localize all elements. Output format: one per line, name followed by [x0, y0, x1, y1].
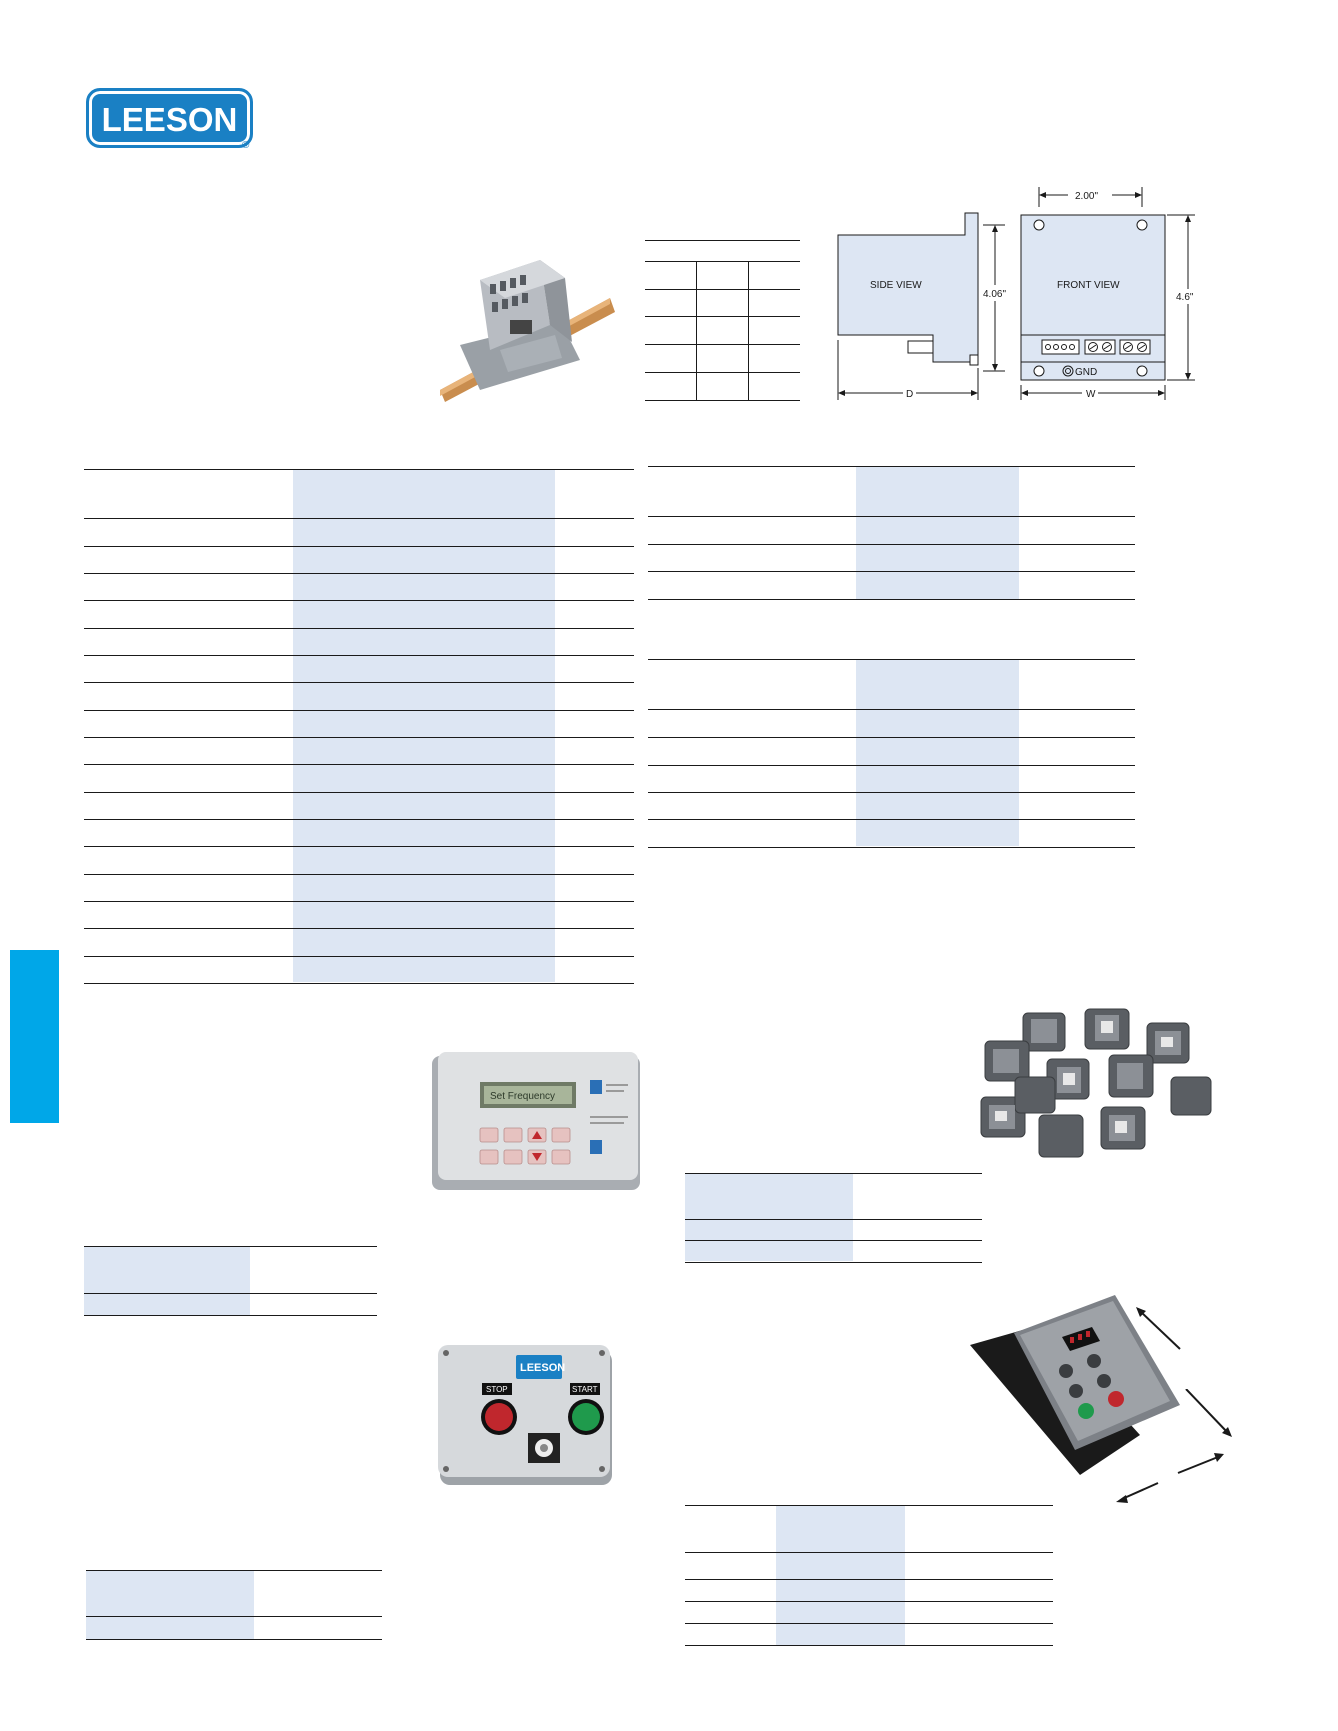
- lcd-table-shaded-column: [84, 1247, 250, 1315]
- led-table-rule: [685, 1601, 1053, 1602]
- led-table-rule: [685, 1623, 1053, 1624]
- small-table-rule: [645, 261, 800, 262]
- dimension-drawing: SIDE VIEW FRONT VIEW GND 2.00" 4.06" 4.6…: [837, 187, 1195, 400]
- dim-width-label: W: [1086, 389, 1096, 400]
- dim-height-inner-label: 4.06": [983, 289, 1006, 300]
- front-view-label: FRONT VIEW: [1057, 280, 1120, 291]
- led-table-bottom-rule: [685, 1645, 1053, 1646]
- right-table-b-top-rule: [648, 659, 1135, 660]
- big-table-rule: [84, 710, 634, 711]
- right-table-b-bottom-rule: [648, 847, 1135, 848]
- plug-table-rule: [685, 1219, 982, 1220]
- right-table-a-top-rule: [648, 466, 1135, 467]
- small-table-top-rule: [645, 240, 800, 241]
- big-table-rule: [84, 573, 634, 574]
- plug-table-rule: [685, 1240, 982, 1241]
- big-table-bottom-rule: [84, 983, 634, 984]
- lcd-table-top-rule: [84, 1246, 377, 1247]
- right-table-b-rule: [648, 737, 1135, 738]
- right-table-a-bottom-rule: [648, 599, 1135, 600]
- start-stop-station-photo: LEESON STOP START: [438, 1345, 612, 1485]
- big-table-rule: [84, 682, 634, 683]
- right-table-a-shaded-column: [856, 467, 1019, 599]
- dim-top-label: 2.00": [1075, 191, 1098, 202]
- station-table-rule: [86, 1616, 382, 1617]
- lcd-display-text: Set Frequency: [490, 1091, 555, 1102]
- small-table-rule: [645, 289, 800, 290]
- station-logo-text: LEESON: [520, 1362, 565, 1374]
- lcd-table-rule: [84, 1293, 377, 1294]
- small-table-rule: [645, 316, 800, 317]
- right-table-a-rule: [648, 544, 1135, 545]
- station-table-shaded-column: [86, 1571, 254, 1639]
- plug-table-shaded-column: [685, 1174, 853, 1261]
- big-table-rule: [84, 874, 634, 875]
- terminal-plug-modules-photo: [980, 1008, 1212, 1158]
- right-table-a-rule: [648, 516, 1135, 517]
- big-table-rule: [84, 628, 634, 629]
- big-table-rule: [84, 655, 634, 656]
- led-table-shaded-column: [776, 1506, 905, 1646]
- start-label: START: [572, 1385, 598, 1394]
- big-table-rule: [84, 792, 634, 793]
- big-table-rule: [84, 764, 634, 765]
- small-table-rule: [645, 372, 800, 373]
- big-table-rule: [84, 600, 634, 601]
- dim-depth-label: D: [906, 389, 913, 400]
- right-table-a-rule: [648, 571, 1135, 572]
- big-table-shaded-column: [293, 470, 555, 982]
- big-table-rule: [84, 846, 634, 847]
- small-table-col-divider: [696, 261, 697, 400]
- big-table-rule: [84, 546, 634, 547]
- din-rail-drive-photo: [440, 260, 615, 402]
- right-table-b-rule: [648, 792, 1135, 793]
- led-table-rule: [685, 1579, 1053, 1580]
- side-view-label: SIDE VIEW: [870, 280, 922, 291]
- gnd-label: GND: [1075, 367, 1097, 378]
- led-keypad-photo: [970, 1295, 1240, 1503]
- right-table-b-shaded-column: [856, 660, 1019, 846]
- small-table-rule: [645, 344, 800, 345]
- station-table-top-rule: [86, 1570, 382, 1571]
- big-table-rule: [84, 518, 634, 519]
- led-table-rule: [685, 1552, 1053, 1553]
- lcd-keypad-photo: Set Frequency: [432, 1052, 640, 1190]
- right-table-b-rule: [648, 765, 1135, 766]
- station-table-bottom-rule: [86, 1639, 382, 1640]
- small-table-rule: [645, 400, 800, 401]
- section-tab: [10, 950, 59, 1123]
- stop-label: STOP: [486, 1385, 508, 1394]
- big-table-rule: [84, 737, 634, 738]
- right-table-b-rule: [648, 819, 1135, 820]
- right-table-b-rule: [648, 709, 1135, 710]
- led-table-top-rule: [685, 1505, 1053, 1506]
- plug-table-bottom-rule: [685, 1262, 982, 1263]
- dim-height-outer-label: 4.6": [1176, 292, 1194, 303]
- logo-text: LEESON: [101, 101, 238, 138]
- big-table-rule: [84, 819, 634, 820]
- big-table-rule: [84, 956, 634, 957]
- big-table-top-rule: [84, 469, 634, 470]
- small-table-col-divider: [748, 261, 749, 400]
- plug-table-top-rule: [685, 1173, 982, 1174]
- registered-mark: ®: [242, 140, 250, 151]
- leeson-logo: LEESON ®: [86, 88, 253, 151]
- lcd-table-bottom-rule: [84, 1315, 377, 1316]
- big-table-rule: [84, 928, 634, 929]
- big-table-rule: [84, 901, 634, 902]
